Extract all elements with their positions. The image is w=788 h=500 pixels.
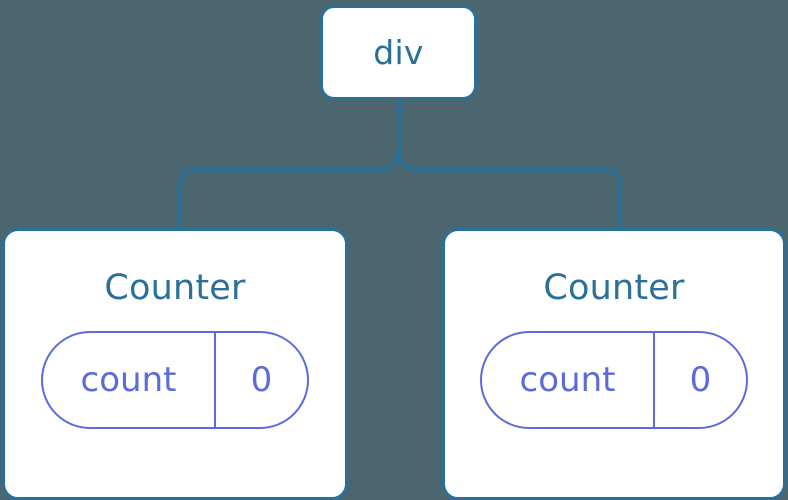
node-counter-right[interactable]: Counter count 0 xyxy=(442,228,786,500)
state-value-right: 0 xyxy=(689,360,712,400)
state-key-cell-left: count xyxy=(43,333,216,427)
node-counter-left-label: Counter xyxy=(104,268,246,308)
connector-left-branch xyxy=(178,147,401,228)
state-value-cell-right: 0 xyxy=(655,333,746,427)
connector-right-branch xyxy=(397,147,622,228)
state-key-right: count xyxy=(519,360,616,400)
state-key-left: count xyxy=(80,360,177,400)
node-div[interactable]: div xyxy=(320,5,477,100)
node-counter-left[interactable]: Counter count 0 xyxy=(2,228,348,500)
state-value-cell-left: 0 xyxy=(216,333,307,427)
state-pill-right[interactable]: count 0 xyxy=(480,331,748,429)
state-value-left: 0 xyxy=(250,360,273,400)
node-div-label: div xyxy=(373,33,424,72)
state-pill-left[interactable]: count 0 xyxy=(41,331,309,429)
node-counter-right-label: Counter xyxy=(543,268,685,308)
state-key-cell-right: count xyxy=(482,333,655,427)
